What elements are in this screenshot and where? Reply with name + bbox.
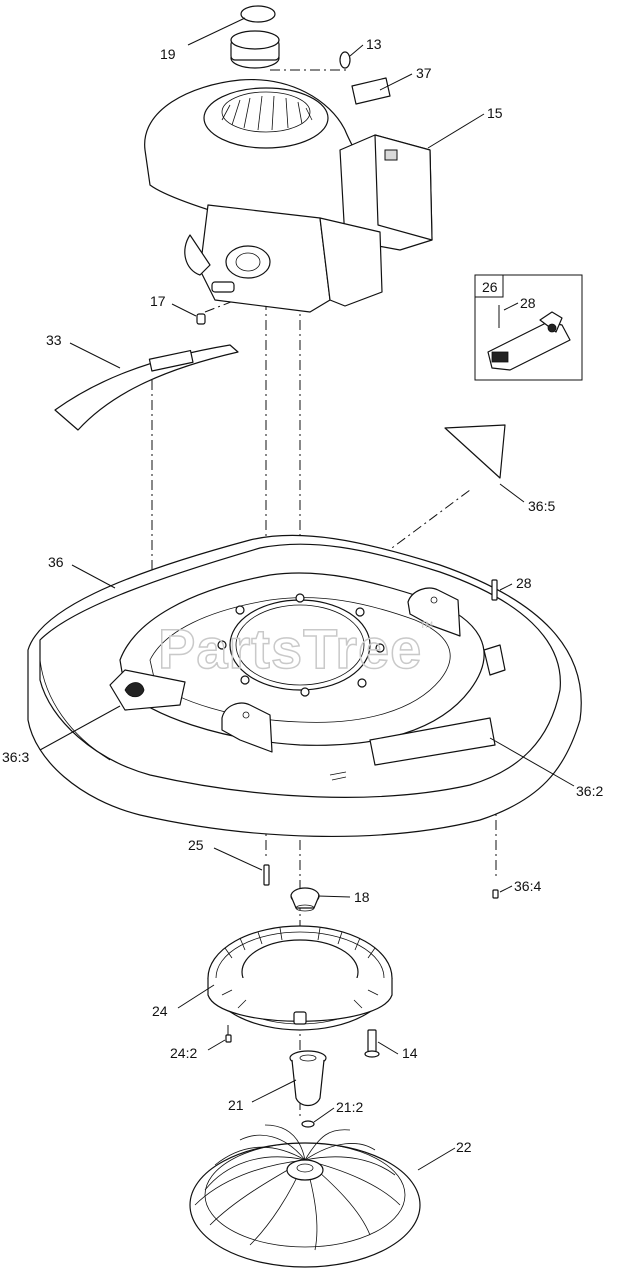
callout-22: 22 (456, 1139, 472, 1155)
deck-housing (27, 534, 582, 837)
adapter-plate-24 (207, 925, 393, 1043)
decal-33 (54, 344, 239, 431)
callout-labels: 19 13 37 15 17 33 36:5 36 28 36:3 36:2 2… (2, 36, 603, 1155)
callout-36-2: 36:2 (576, 783, 603, 799)
hub-21 (289, 1050, 327, 1128)
inset-box: 26 28 (474, 274, 583, 381)
callout-13: 13 (366, 36, 382, 52)
callout-21-2: 21:2 (336, 1099, 363, 1115)
inset-box-label: 26 (482, 279, 498, 295)
callout-14: 14 (402, 1045, 418, 1061)
callout-19: 19 (160, 46, 176, 62)
impeller-22 (189, 1124, 421, 1268)
callout-24-2: 24:2 (170, 1045, 197, 1061)
bolt-14 (364, 1029, 380, 1058)
callout-36-5: 36:5 (528, 498, 555, 514)
callout-24: 24 (152, 1003, 168, 1019)
callout-36-3: 36:3 (2, 749, 29, 765)
callout-28: 28 (516, 575, 532, 591)
callout-33: 33 (46, 332, 62, 348)
callout-25: 25 (188, 837, 204, 853)
screws (263, 579, 499, 899)
callout-15: 15 (487, 105, 503, 121)
leader-lines (39, 17, 575, 1171)
callout-37: 37 (416, 65, 432, 81)
watermark-trademark: TM (420, 620, 433, 630)
engine-assembly (144, 5, 433, 325)
callout-36-4: 36:4 (514, 878, 541, 894)
callout-18: 18 (354, 889, 370, 905)
callout-17: 17 (150, 293, 166, 309)
inset-part-label: 28 (520, 295, 536, 311)
watermark: PartsTree TM (157, 616, 433, 681)
watermark-text: PartsTree (158, 617, 422, 680)
seal-19 (240, 5, 276, 23)
hub-18 (290, 887, 320, 912)
mounting-bolts (217, 593, 385, 697)
decal-36-5 (444, 424, 506, 479)
callout-36: 36 (48, 554, 64, 570)
callout-21: 21 (228, 1097, 244, 1113)
